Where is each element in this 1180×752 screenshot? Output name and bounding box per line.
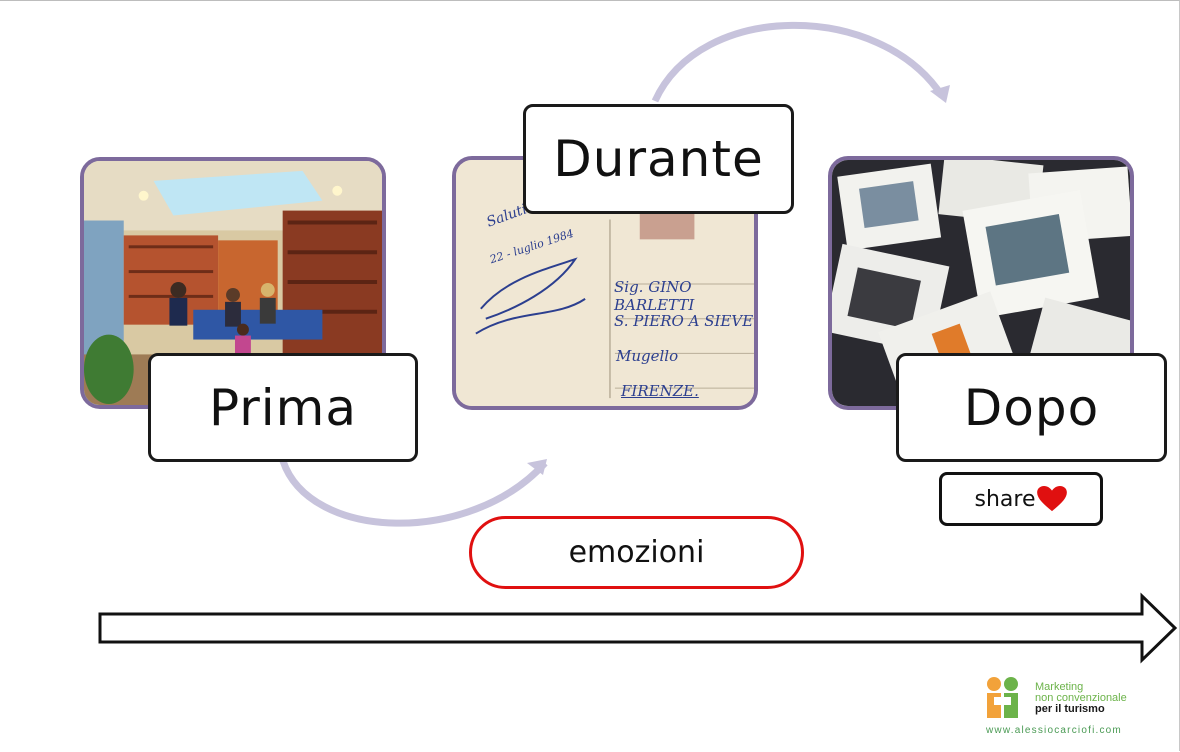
logo-url: www.alessiocarciofi.com [986,725,1122,736]
share-label: share [974,486,1036,512]
share-button[interactable]: share [939,472,1103,526]
label-durante: Durante [523,104,794,214]
postcard-address-line-4: FIRENZE. [621,382,699,400]
travel-agency-photo [80,157,386,409]
logo-line-3: per il turismo [1035,703,1105,715]
arc-arrowhead-dopo [930,85,950,103]
postcard-address-line-1: Sig. GINO BARLETTI [614,278,695,314]
postcard-address-line-2: S. PIERO A SIEVE [614,312,754,330]
logo-text: Marketing non convenzionale per il turis… [1035,682,1127,715]
marketing-logo-icon [987,677,1018,718]
label-dopo: Dopo [896,353,1167,462]
heart-icon [1037,486,1068,512]
logo-line-1: Marketing [1035,681,1084,693]
travel-agency-image [84,161,382,405]
arc-arrowhead-durante [527,459,547,475]
timeline-arrow [98,592,1178,664]
postcard-address-line-3: Mugello [616,347,679,365]
logo-line-2: non convenzionale [1035,692,1127,704]
emotions-badge: emozioni [469,516,804,589]
arc-durante-dopo [651,21,945,103]
label-prima: Prima [148,353,418,462]
arc-prima-durante [279,459,548,527]
